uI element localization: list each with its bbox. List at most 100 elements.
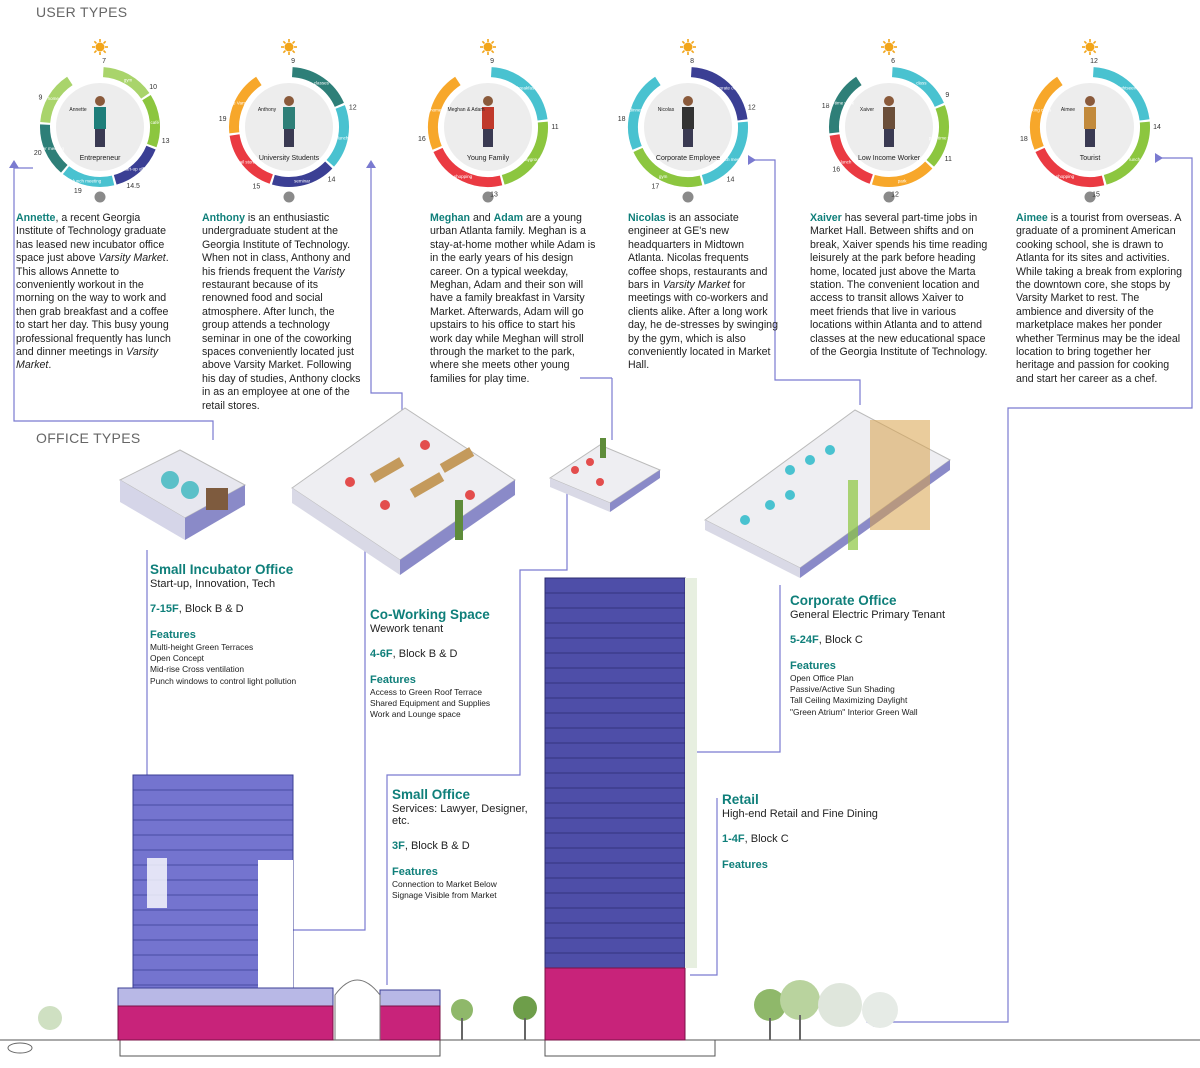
person-tag: Meghan & Adam bbox=[448, 107, 485, 113]
coworking-space-illustration bbox=[291, 407, 516, 575]
person-figure-icon bbox=[1084, 96, 1096, 147]
time-label: 10 bbox=[149, 84, 157, 91]
ring-segment bbox=[271, 161, 333, 187]
time-label: 9 bbox=[291, 58, 295, 65]
time-label: 14 bbox=[1153, 124, 1161, 131]
user-ring-5: 12141518sightseeinglunchshoppingcooking … bbox=[1020, 39, 1161, 203]
ring-label: University Students bbox=[259, 155, 320, 162]
activity-label: corporate office bbox=[711, 86, 742, 91]
activity-label: dinner meeting bbox=[34, 146, 64, 151]
activity-label: lunch meeting bbox=[719, 157, 748, 162]
ring-segment bbox=[1035, 147, 1105, 187]
person-tag: Aimee bbox=[1061, 107, 1075, 113]
ring-label: Young Family bbox=[467, 155, 510, 162]
ring-segment bbox=[40, 124, 68, 173]
ring-segment bbox=[428, 76, 461, 150]
time-label: 9 bbox=[945, 92, 949, 99]
small-office-illustration bbox=[548, 438, 662, 512]
time-label: 12 bbox=[1090, 58, 1098, 65]
activity-label: retail stores bbox=[234, 159, 258, 164]
office-corporate: Corporate Office General Electric Primar… bbox=[790, 593, 980, 718]
office-title: Co-Working Space bbox=[370, 607, 490, 622]
corporate-office-illustration bbox=[704, 409, 951, 578]
moon-icon bbox=[1084, 191, 1096, 203]
time-label: 14.5 bbox=[126, 183, 140, 190]
time-label: 12 bbox=[748, 104, 756, 111]
activity-label: dinner bbox=[630, 108, 643, 113]
activity-label: shopping bbox=[1056, 174, 1075, 179]
office-retail: Retail High-end Retail and Fine Dining 1… bbox=[722, 792, 892, 871]
time-label: 18 bbox=[1020, 136, 1028, 143]
office-floors: 7-15F, Block B & D bbox=[150, 603, 244, 615]
left-building bbox=[117, 774, 441, 1041]
time-label: 12 bbox=[891, 192, 899, 199]
story-anthony: Anthony is an enthusiastic undergraduate… bbox=[202, 212, 361, 412]
person-figure-icon bbox=[94, 96, 106, 147]
office-incubator: Small Incubator Office Start-up, Innovat… bbox=[150, 562, 330, 687]
activity-label: lunch meeting bbox=[73, 179, 102, 184]
office-subtitle: High-end Retail and Fine Dining bbox=[722, 808, 878, 820]
time-label: 14 bbox=[328, 177, 336, 184]
activity-label: seminar bbox=[294, 178, 311, 183]
person-tag: Anthony bbox=[258, 107, 277, 113]
activity-label: class bbox=[916, 81, 927, 86]
ring-segment bbox=[62, 166, 115, 187]
story-annette: Annette, a recent Georgia Institute of T… bbox=[16, 212, 171, 372]
moon-icon bbox=[283, 191, 295, 203]
ring-segment bbox=[891, 67, 944, 108]
time-label: 15 bbox=[1092, 192, 1100, 199]
office-features-label: Features bbox=[370, 674, 416, 686]
connector-lines bbox=[13, 157, 1193, 1023]
story-nicolas: Nicolas is an associate engineer at GE's… bbox=[628, 212, 778, 372]
person-figure-icon bbox=[682, 96, 694, 147]
ring-segment bbox=[113, 145, 156, 185]
time-label: 9 bbox=[38, 94, 42, 101]
parked-cars bbox=[7, 1042, 33, 1054]
office-floors: 5-24F, Block C bbox=[790, 634, 863, 646]
activity-label: lunch bbox=[841, 159, 852, 164]
office-types-heading: OFFICE TYPES bbox=[36, 430, 141, 446]
time-label: 9 bbox=[490, 58, 494, 65]
person-tag: Nicolas bbox=[658, 107, 675, 113]
ring-segment bbox=[871, 161, 933, 187]
office-title: Retail bbox=[722, 792, 759, 807]
sun-icon bbox=[680, 39, 696, 55]
ring-segment bbox=[102, 67, 150, 99]
ring-segment bbox=[291, 67, 344, 108]
ring-segment bbox=[690, 67, 748, 121]
time-label: 17 bbox=[651, 184, 659, 191]
activity-label: sightseeing bbox=[1117, 86, 1140, 91]
ring-segment bbox=[326, 105, 349, 167]
story-aimee: Aimee is a tourist from overseas. A grad… bbox=[1016, 212, 1183, 385]
sun-icon bbox=[1082, 39, 1098, 55]
story-meghan-adam: Meghan and Adam are a young urban Atlant… bbox=[430, 212, 596, 385]
parking-level-left bbox=[119, 1039, 441, 1057]
sun-icon bbox=[881, 39, 897, 55]
activity-label: breakfast bbox=[517, 86, 536, 91]
office-small: Small Office Services: Lawyer, Designer,… bbox=[392, 787, 542, 901]
time-label: 7 bbox=[102, 58, 106, 65]
activity-label: home bbox=[48, 96, 60, 101]
ring-segment bbox=[142, 94, 160, 148]
moon-icon bbox=[682, 191, 694, 203]
activity-label: playground bbox=[522, 157, 545, 162]
time-label: 13 bbox=[490, 192, 498, 199]
ring-segment bbox=[926, 105, 949, 167]
activity-label: lunch bbox=[338, 136, 349, 141]
office-subtitle: General Electric Primary Tenant bbox=[790, 609, 946, 621]
activity-label: part-time work bbox=[929, 136, 958, 141]
ring-label: Low Income Worker bbox=[858, 155, 921, 162]
sun-icon bbox=[480, 39, 496, 55]
tower-building bbox=[544, 577, 697, 1041]
office-floors: 3F, Block B & D bbox=[392, 840, 470, 852]
ring-segment bbox=[40, 76, 73, 124]
person-figure-icon bbox=[283, 96, 295, 147]
time-label: 15 bbox=[252, 184, 260, 191]
